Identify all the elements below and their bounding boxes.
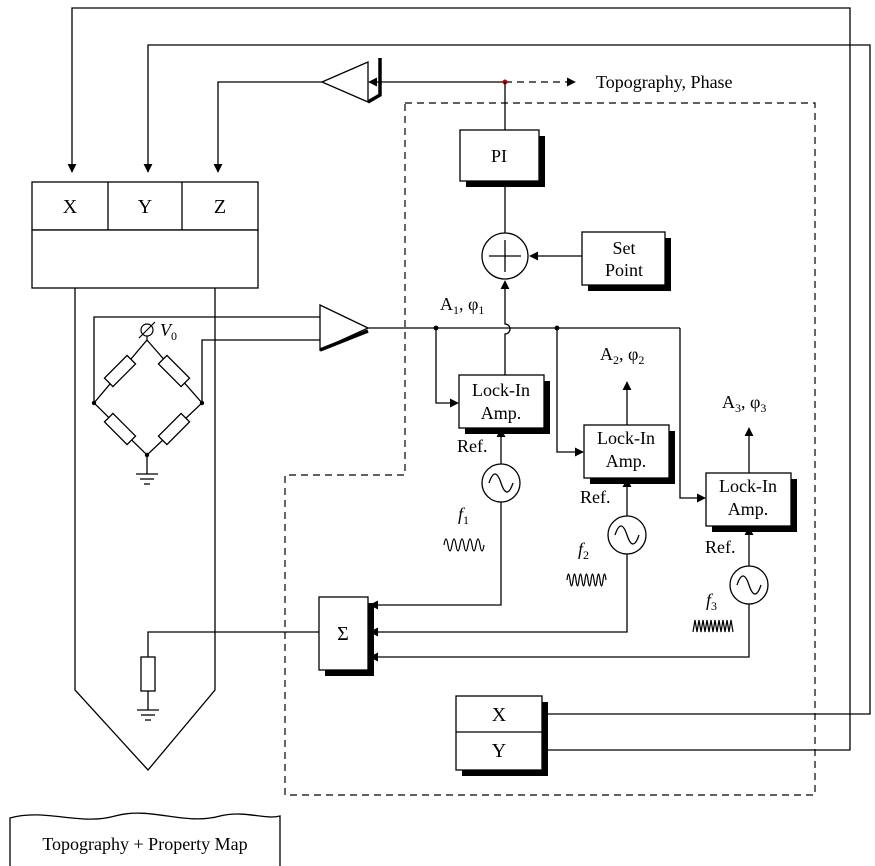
scan-gen-y-label: Y [492, 740, 506, 762]
oscillator-2 [607, 478, 647, 555]
lockin-3-label-2: Amp. [728, 499, 769, 519]
f3-waveform [692, 619, 734, 633]
a1-phi1-label: A1, φ1 [440, 294, 484, 317]
x-scan-line [143, 44, 871, 715]
lockin-amp-2 [583, 381, 675, 484]
z-amplifier [213, 58, 505, 173]
f1-label: f1 [458, 504, 469, 527]
caption-box [9, 812, 281, 866]
probe-assembly [31, 181, 259, 771]
bridge-circuit [91, 316, 320, 485]
set-point-block [529, 231, 671, 291]
f2-waveform [566, 573, 607, 587]
pi-controller [459, 82, 545, 233]
topography-phase-label: Topography, Phase [596, 72, 733, 92]
bus-to-lockin-2 [556, 328, 584, 457]
ref-label-2: Ref. [580, 487, 611, 507]
scanner-x-label: X [63, 196, 78, 218]
summing-junction [481, 232, 529, 280]
oscillator-3 [729, 526, 769, 605]
v0-label: V0 [160, 320, 177, 343]
a3-phi3-label: A3, φ3 [722, 392, 766, 415]
scanner-z-label: Z [214, 196, 226, 218]
lockin-1-label-2: Amp. [481, 403, 522, 423]
controller-boundary [284, 102, 816, 796]
sigma-adder [137, 502, 750, 721]
lockin-1-output [500, 280, 511, 375]
lockin-1-label-1: Lock-In [472, 380, 530, 400]
lockin-2-label-2: Amp. [606, 451, 647, 471]
lockin-3-label-1: Lock-In [719, 476, 777, 496]
bus-to-lockin-1 [435, 328, 459, 408]
caption-label: Topography + Property Map [42, 834, 247, 854]
set-point-label-2: Point [605, 260, 643, 280]
bus-to-lockin-3 [679, 328, 706, 503]
scanner-y-label: Y [138, 196, 152, 218]
f1-waveform [443, 538, 485, 552]
lockin-2-label-1: Lock-In [597, 428, 655, 448]
oscillator-1 [481, 428, 521, 503]
ref-label-1: Ref. [457, 436, 488, 456]
y-scan-line [67, 7, 851, 751]
pi-label: PI [491, 146, 507, 166]
preamplifier [319, 303, 680, 352]
xy-scan-generator [455, 695, 548, 776]
f2-label: f2 [578, 539, 589, 562]
lockin-amp-1 [458, 374, 550, 434]
a2-phi2-label: A2, φ2 [600, 344, 644, 367]
lockin-amp-3 [705, 427, 797, 532]
sigma-label: Σ [337, 623, 349, 645]
ref-label-3: Ref. [705, 537, 736, 557]
f3-label: f3 [706, 590, 717, 613]
scan-gen-x-label: X [492, 704, 507, 726]
set-point-label-1: Set [612, 238, 635, 258]
